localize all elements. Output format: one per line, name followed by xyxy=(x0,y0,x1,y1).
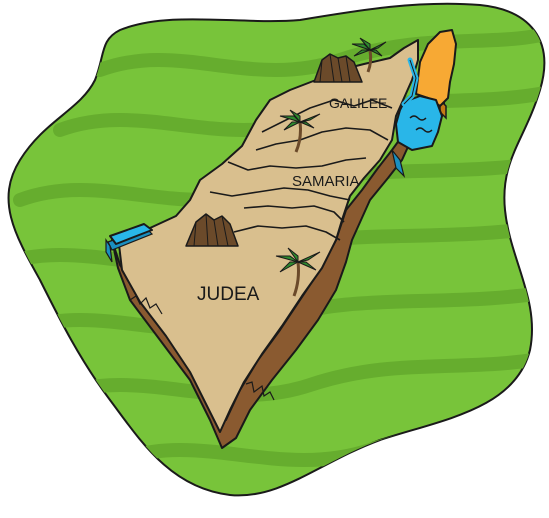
mountain-icon xyxy=(185,213,239,247)
sea-of-galilee xyxy=(391,57,443,178)
mediterranean-sea xyxy=(105,223,154,263)
region-label-judea: JUDEA xyxy=(197,284,260,305)
wave-icon xyxy=(409,115,433,133)
mountain-icon xyxy=(313,53,363,83)
palm-tree-icon xyxy=(275,247,321,297)
palm-tree-icon xyxy=(351,37,387,73)
land-top xyxy=(117,39,419,433)
region-label-samaria: SAMARIA xyxy=(292,173,360,190)
palm-tree-icon xyxy=(279,109,321,153)
region-label-galilee: GALILEE xyxy=(329,95,387,111)
